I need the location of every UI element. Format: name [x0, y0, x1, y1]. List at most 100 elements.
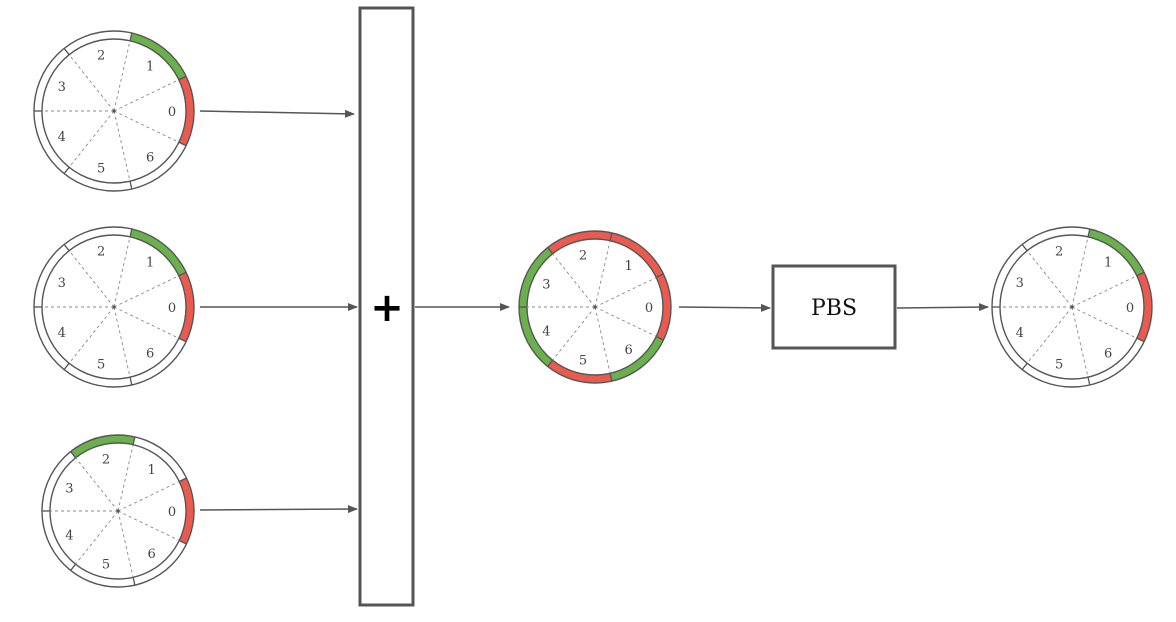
sector-label-0: 0 [1126, 301, 1134, 316]
sector-label-3: 3 [65, 482, 73, 497]
sector-tick [63, 48, 70, 56]
sector-label-5: 5 [97, 162, 105, 177]
sector-label-5: 5 [579, 354, 587, 369]
sector-label-4: 4 [58, 130, 66, 145]
sector-tick [178, 271, 187, 277]
sector-tick [63, 244, 70, 252]
sector-spoke [117, 481, 180, 512]
sector-spoke [68, 306, 115, 364]
sector-label-4: 4 [1016, 326, 1024, 341]
sector-label-6: 6 [146, 346, 154, 361]
ring-segment-6-green [610, 336, 664, 381]
sector-tick [547, 247, 554, 255]
sector-label-2: 2 [579, 248, 587, 263]
sector-spoke [117, 510, 134, 578]
ring-segment-1-green [130, 229, 186, 276]
ring-segment-1-red [610, 233, 664, 278]
sector-label-3: 3 [58, 276, 66, 291]
sector-label-2: 2 [1055, 244, 1063, 259]
sector-tick [178, 141, 187, 147]
ring-segment-2-red [547, 231, 612, 254]
ring-segment-0-red [656, 274, 671, 340]
sector-spoke [594, 240, 611, 308]
sector-spoke [113, 110, 131, 182]
sector-label-1: 1 [146, 256, 154, 271]
sector-spoke [68, 54, 115, 112]
ring-segment-1-green [1088, 229, 1144, 276]
sector-label-2: 2 [102, 452, 110, 467]
sector-tick [1021, 244, 1028, 252]
sector-spoke [1071, 306, 1089, 378]
sector-label-4: 4 [58, 326, 66, 341]
sector-tick [178, 539, 187, 545]
sector-label-0: 0 [645, 301, 653, 316]
wheel-center-dot [112, 109, 116, 113]
sector-spoke [117, 510, 180, 541]
sector-spoke [594, 306, 657, 337]
sector-tick [609, 373, 613, 382]
sector-tick [178, 477, 187, 483]
sector-spoke [117, 444, 134, 512]
sector-spoke [113, 275, 180, 308]
sector-tick [1087, 377, 1091, 386]
sector-spoke [1026, 250, 1073, 308]
sector-tick [1136, 271, 1145, 277]
sector-spoke [594, 277, 657, 308]
sector-label-5: 5 [97, 358, 105, 373]
sector-spoke [113, 79, 180, 112]
sector-label-4: 4 [65, 528, 73, 543]
ring-segment-1-green [130, 33, 186, 80]
sector-label-5: 5 [1055, 358, 1063, 373]
sector-spoke [113, 236, 131, 308]
sector-tick [129, 32, 133, 41]
ring-segment-5-red [547, 360, 612, 383]
wheel-center-dot [1070, 305, 1074, 309]
arrow-input-1-to-adder [199, 109, 355, 118]
sector-tick [132, 436, 136, 445]
sector-tick [1021, 362, 1028, 370]
sector-spoke [68, 250, 115, 308]
sector-label-1: 1 [625, 259, 633, 274]
adder-block [358, 6, 415, 607]
sector-tick [609, 232, 613, 241]
sector-tick [655, 335, 664, 341]
ring-segment-0-red [179, 272, 194, 342]
sector-label-1: 1 [148, 463, 156, 478]
sector-tick [63, 166, 70, 174]
sector-spoke [68, 110, 115, 168]
sector-spoke [1026, 306, 1073, 364]
sector-label-3: 3 [58, 80, 66, 95]
sector-tick [129, 228, 133, 237]
sector-label-1: 1 [146, 60, 154, 75]
sector-tick [1136, 337, 1145, 343]
sector-label-6: 6 [148, 547, 156, 562]
ring-segment-0-red [1137, 272, 1152, 342]
sector-spoke [75, 457, 119, 512]
sector-tick [132, 577, 136, 586]
pbs-box [771, 264, 897, 350]
sector-tick [178, 75, 187, 81]
sector-tick [70, 563, 77, 571]
sector-label-6: 6 [1104, 346, 1112, 361]
wheel-center-dot [112, 305, 116, 309]
sector-tick [70, 451, 77, 459]
sector-tick [547, 359, 554, 367]
sector-label-3: 3 [1016, 276, 1024, 291]
sector-spoke [113, 306, 180, 339]
sector-spoke [552, 306, 596, 361]
pbs-label: PBS [811, 296, 857, 321]
sector-label-4: 4 [542, 324, 550, 339]
sector-spoke [113, 306, 131, 378]
arrow-sum-to-pbs [678, 303, 771, 312]
ring-segment-0-red [179, 478, 194, 544]
sector-label-0: 0 [168, 105, 176, 120]
wheel-center-dot [116, 509, 120, 513]
arrow-input-3-to-adder [199, 505, 358, 514]
sector-tick [63, 362, 70, 370]
ring-segment-4-green [519, 306, 553, 367]
